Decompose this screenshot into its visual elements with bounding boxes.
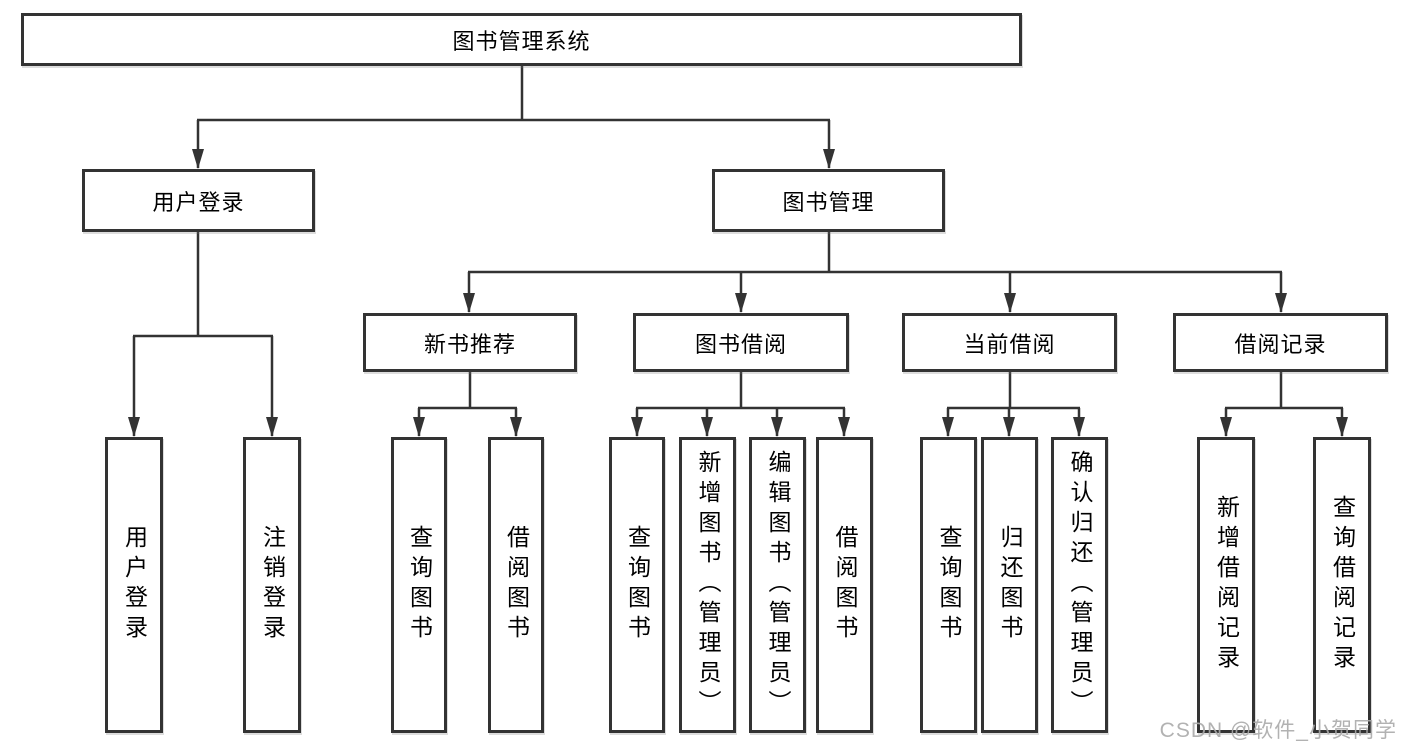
node-label: 查询借阅记录	[1329, 495, 1356, 675]
node-label: 借阅图书	[503, 525, 530, 645]
node-new-book-recommend: 新书推荐	[363, 313, 577, 372]
node-label: 新书推荐	[423, 331, 516, 357]
leaf-borrow-books: 借阅图书	[816, 437, 873, 733]
node-label: 编辑图书（管理员）	[765, 450, 791, 720]
node-label: 图书管理	[782, 189, 875, 215]
node-label: 查询图书	[936, 525, 962, 645]
node-label: 新增借阅记录	[1213, 495, 1240, 675]
node-label: 当前借阅	[963, 331, 1056, 357]
leaf-confirm-return-admin: 确认归还（管理员）	[1051, 437, 1108, 733]
leaf-add-books-admin: 新增图书（管理员）	[679, 437, 736, 733]
node-label: 图书借阅	[694, 331, 787, 357]
node-label: 确认归还（管理员）	[1067, 450, 1093, 720]
leaf-borrow-books-recommend: 借阅图书	[488, 437, 544, 733]
node-label: 用户登录	[121, 525, 148, 645]
node-label: 借阅图书	[832, 525, 858, 645]
node-label: 查询图书	[406, 525, 433, 645]
node-label: 查询图书	[624, 525, 651, 645]
node-user-login: 用户登录	[82, 169, 315, 232]
csdn-watermark: CSDN @软件_小贺同学	[1159, 719, 1397, 742]
leaf-add-borrow-record: 新增借阅记录	[1197, 437, 1255, 733]
leaf-query-books-recommend: 查询图书	[391, 437, 447, 733]
leaf-query-books-borrow: 查询图书	[609, 437, 665, 733]
node-label: 图书管理系统	[452, 28, 591, 54]
node-label: 归还图书	[997, 525, 1023, 645]
node-label: 注销登录	[259, 525, 286, 645]
node-book-borrow: 图书借阅	[633, 313, 849, 372]
node-label: 借阅记录	[1234, 331, 1327, 357]
leaf-edit-books-admin: 编辑图书（管理员）	[749, 437, 806, 733]
node-label: 用户登录	[152, 189, 245, 215]
node-label: 新增图书（管理员）	[695, 450, 721, 720]
node-root-system: 图书管理系统	[21, 13, 1022, 66]
leaf-user-login: 用户登录	[105, 437, 163, 733]
leaf-return-books: 归还图书	[981, 437, 1038, 733]
node-book-management: 图书管理	[712, 169, 945, 232]
node-borrow-records: 借阅记录	[1173, 313, 1388, 372]
leaf-logout: 注销登录	[243, 437, 301, 733]
leaf-query-borrow-record: 查询借阅记录	[1313, 437, 1371, 733]
leaf-query-books-current: 查询图书	[920, 437, 977, 733]
node-current-borrow: 当前借阅	[902, 313, 1117, 372]
